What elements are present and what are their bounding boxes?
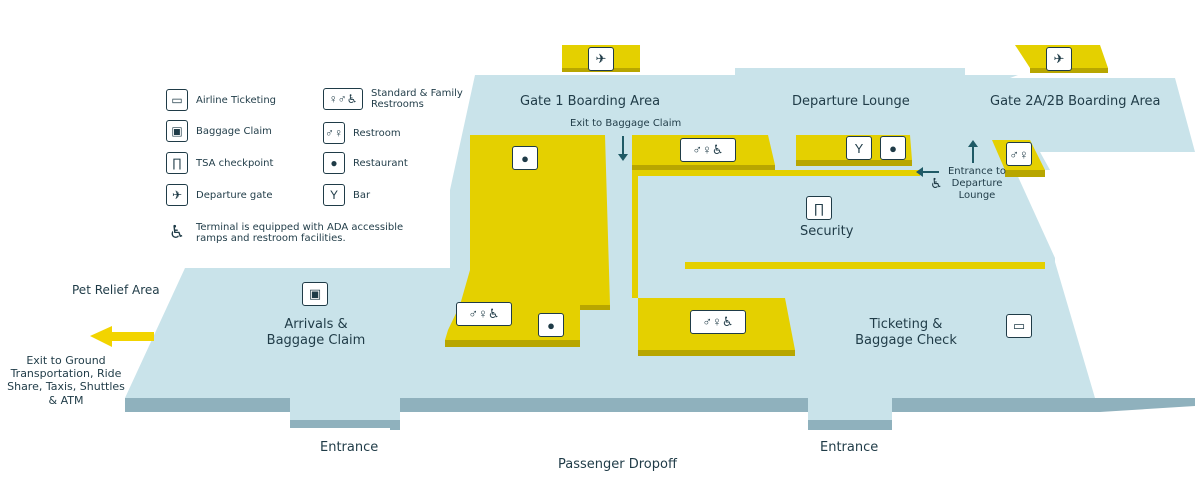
terminal-floor xyxy=(125,68,1195,420)
family-restroom-icon-left: ♂♀♿ xyxy=(456,302,512,326)
entrance-departure-label: Entrance to Departure Lounge xyxy=(947,166,1007,201)
legend-item-restroom: ♂♀ Restroom xyxy=(323,122,401,144)
arrivals-label: Arrivals & Baggage Claim xyxy=(266,317,366,348)
legend-item-restaurant: ● Restaurant xyxy=(323,152,408,174)
legend-item-tsa: ∏ TSA checkpoint xyxy=(166,152,273,174)
legend-item-baggage: ▣ Baggage Claim xyxy=(166,120,272,142)
exit-ground-label: Exit to Ground Transportation, Ride Shar… xyxy=(7,354,125,407)
family-restroom-icon: ♀♂♿ xyxy=(323,88,363,110)
family-restroom-icon-bottom: ♂♀♿ xyxy=(690,310,746,334)
restaurant-icon-top: ● xyxy=(512,146,538,170)
legend-item-bar: Y Bar xyxy=(323,184,370,206)
restroom-icon-map: ♂♀ xyxy=(1006,142,1032,166)
tsa-icon: ∏ xyxy=(166,152,188,174)
restroom-icon: ♂♀ xyxy=(323,122,345,144)
restaurant-icon-bottom: ● xyxy=(538,313,564,337)
ticket-icon: ▭ xyxy=(166,89,188,111)
walls xyxy=(632,170,1045,298)
exit-arrow xyxy=(90,326,154,347)
baggage-icon-map: ▣ xyxy=(302,282,328,306)
ticketing-label: Ticketing & Baggage Check xyxy=(855,317,957,348)
baggage-icon: ▣ xyxy=(166,120,188,142)
gate2-plane-icon: ✈ xyxy=(1046,47,1072,71)
pet-relief-label: Pet Relief Area xyxy=(72,283,160,297)
entrance-right-label: Entrance xyxy=(820,440,879,455)
entrance-left-label: Entrance xyxy=(320,440,379,455)
wheelchair-icon: ♿ xyxy=(168,222,186,242)
direction-arrows xyxy=(618,136,978,177)
bar-icon: Y xyxy=(323,184,345,206)
exit-baggage-label: Exit to Baggage Claim xyxy=(570,118,682,129)
family-restroom-icon-top: ♂♀♿ xyxy=(680,138,736,162)
dropoff-label: Passenger Dropoff xyxy=(558,457,677,472)
legend-ada-note: ♿ Terminal is equipped with ADA accessib… xyxy=(166,222,436,244)
legend-item-family-restroom: ♀♂♿ Standard & Family Restrooms xyxy=(323,88,471,110)
floor-edges xyxy=(125,398,1195,430)
plane-icon: ✈ xyxy=(166,184,188,206)
restaurant-icon: ● xyxy=(323,152,345,174)
legend-item-ticketing: ▭ Airline Ticketing xyxy=(166,89,276,111)
gate1-plane-icon: ✈ xyxy=(588,47,614,71)
wheelchair-icon-entrance: ♿ xyxy=(930,176,943,192)
departure-lounge-label: Departure Lounge xyxy=(792,94,910,109)
security-label: Security xyxy=(800,224,854,239)
tsa-icon-map: ∏ xyxy=(806,196,832,220)
ticket-icon-map: ▭ xyxy=(1006,314,1032,338)
restaurant-block-left xyxy=(445,135,610,347)
bar-icon-map: Y xyxy=(846,136,872,160)
legend-item-gate: ✈ Departure gate xyxy=(166,184,272,206)
gate1-label: Gate 1 Boarding Area xyxy=(520,94,661,109)
restaurant-icon-bar: ● xyxy=(880,136,906,160)
gate2-label: Gate 2A/2B Boarding Area xyxy=(990,94,1161,109)
